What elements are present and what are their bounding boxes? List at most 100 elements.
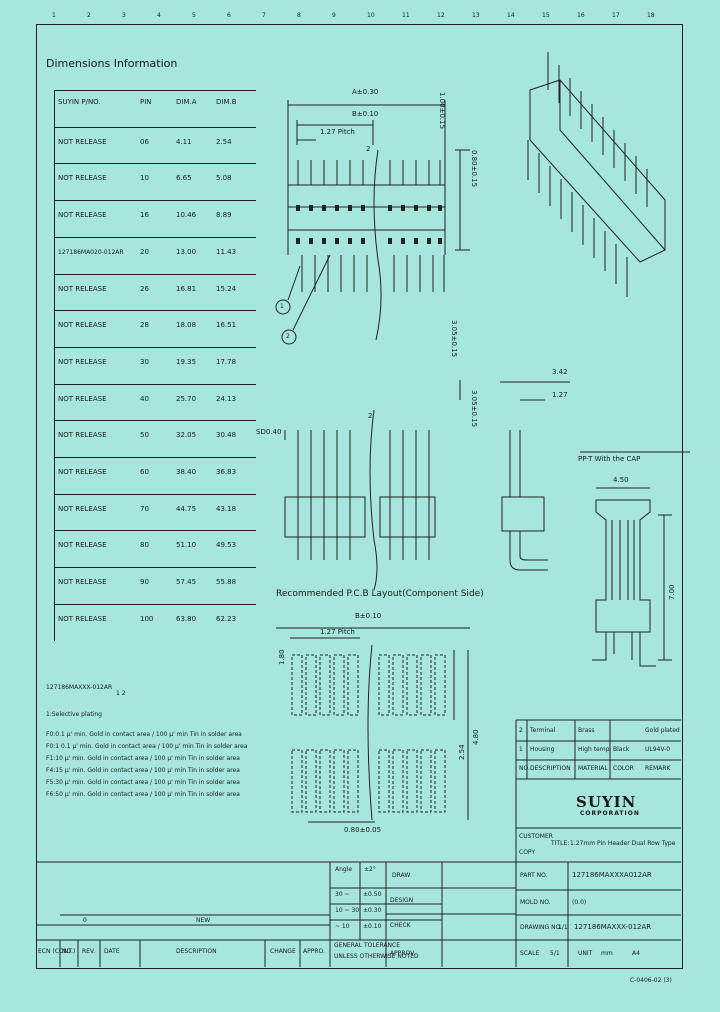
dim-row-rule — [54, 236, 256, 238]
top-pin-end — [296, 205, 300, 211]
size-value: A4 — [632, 950, 640, 957]
order-note: 1:Selective plating — [46, 711, 102, 718]
copy-label: COPY — [519, 849, 536, 856]
dim-cell: 8.89 — [216, 211, 232, 220]
part-no-value: 127186MAXXXA012AR — [572, 871, 652, 879]
sheet-frac: 1/1 — [558, 924, 568, 931]
approv-label: APPROV. — [390, 950, 416, 957]
dim-cell: 25.70 — [176, 394, 197, 403]
cap-view — [580, 451, 690, 667]
top-pin-end — [296, 238, 300, 244]
pcb-pad — [434, 654, 446, 716]
dim-row-rule — [54, 420, 256, 422]
unless-noted: UNLESS OTHERWISE NOTED — [334, 953, 419, 960]
dim-cell: 55.88 — [216, 578, 237, 587]
dim-cell: 15.24 — [216, 284, 237, 293]
ruler-number: 16 — [577, 12, 585, 19]
balloon-side: 2 — [368, 412, 373, 420]
dim-cell: 30 — [140, 357, 149, 366]
top-pin-end — [427, 238, 431, 244]
tol-value: ±0.10 — [363, 923, 382, 930]
dim-cell: 13.00 — [176, 247, 197, 256]
bom-cell: UL94V-0 — [645, 746, 671, 753]
dim-cell: 18.08 — [176, 321, 197, 330]
dim-header: SUYIN P/NO. — [58, 98, 101, 106]
top-pin-end — [388, 238, 392, 244]
dim-cell: 4.11 — [176, 137, 192, 146]
plating-item: F0:0.1 μ' min. Gold in contact area / 10… — [46, 731, 242, 738]
part-no-label: PART NO. — [520, 872, 548, 879]
ruler-number: 6 — [227, 12, 231, 19]
drawing-frame — [36, 24, 683, 969]
dim-cell: 6.65 — [176, 174, 192, 183]
cap-height-label: 7.00 — [668, 584, 676, 600]
dim-cell: 30.48 — [216, 431, 237, 440]
title-value: 1.27mm Pin Header Dual Row Type — [570, 840, 676, 847]
bom-header: COLOR — [613, 765, 634, 772]
pcb-pad — [434, 749, 446, 813]
dim-cell: 40 — [140, 394, 149, 403]
pcb-h2-label: 2.54 — [458, 744, 466, 760]
dim-cell: 44.75 — [176, 504, 197, 513]
dim-cell: 70 — [140, 504, 149, 513]
dim-cell: 80 — [140, 541, 149, 550]
drawing-no-label: DRAWING NO. — [520, 924, 562, 931]
plating-item: F4:15 μ' min. Gold in contact area / 100… — [46, 767, 240, 774]
dim-cell: NOT RELEASE — [58, 284, 107, 293]
dim-cell: NOT RELEASE — [58, 468, 107, 476]
mold-value: (0.0) — [572, 899, 587, 906]
plating-item: F5:30 μ' min. Gold in contact area / 100… — [46, 779, 240, 786]
dim-cell: 38.40 — [176, 468, 197, 476]
order-code: 127186MAXXX-012AR — [46, 684, 113, 691]
dim-cell: 49.53 — [216, 541, 237, 550]
tol-range: 10 ~ 30 — [335, 907, 360, 914]
dim-cell: 60 — [140, 468, 149, 476]
order-bar: 1 2 — [116, 690, 126, 697]
top-pin-end — [348, 238, 352, 244]
dim-row-rule — [54, 310, 256, 312]
revision-mark: 0 — [83, 917, 87, 924]
cap-width-label: 4.50 — [613, 476, 629, 484]
general-tol: GENERAL TOLERANCE — [334, 942, 401, 949]
top-pin-end — [388, 205, 392, 211]
dim-cell: NOT RELEASE — [58, 137, 107, 146]
dim-row-rule — [54, 457, 256, 458]
pcb-pad — [305, 749, 317, 813]
bom-header: MATERIAL — [578, 765, 608, 772]
ruler-number: 5 — [192, 12, 196, 19]
pcb-pad — [420, 749, 432, 813]
dim-row-rule — [54, 126, 256, 128]
revision-header: DATE — [104, 948, 120, 955]
ruler-number: 14 — [507, 12, 515, 19]
bom-cell: Gold plated — [645, 727, 680, 734]
bom-cell: 1 — [519, 746, 523, 753]
dim-cell: 43.18 — [216, 504, 237, 513]
pcb-pitch-label: 1.27 Pitch — [320, 628, 355, 636]
draw-label: DRAW — [392, 872, 411, 879]
dim-cell: 26 — [140, 284, 149, 293]
dim-row-rule — [54, 383, 256, 385]
bom-header: NO. — [519, 765, 530, 772]
dim-cell: NOT RELEASE — [58, 211, 107, 220]
dim-cell: 17.78 — [216, 357, 237, 366]
pcb-pad — [392, 654, 404, 716]
dim-cell: 63.80 — [176, 614, 197, 623]
plating-item: F6:50 μ' min. Gold in contact area / 100… — [46, 791, 240, 798]
customer-label: CUSTOMER — [519, 833, 553, 840]
dim-info-title: Dimensions Information — [46, 57, 178, 70]
dim-cell: 100 — [140, 614, 154, 623]
dim-cell: NOT RELEASE — [58, 541, 107, 550]
pcb-width-label: 0.80±0.05 — [344, 826, 382, 834]
dim-cell: NOT RELEASE — [58, 357, 107, 366]
with-cap-label: PP-T With the CAP — [578, 455, 641, 463]
bom-cell: Brass — [578, 727, 595, 734]
ruler-number: 4 — [157, 12, 161, 19]
top-pin-end — [361, 238, 365, 244]
dim-row-rule — [54, 346, 256, 348]
dim-cell: NOT RELEASE — [58, 394, 107, 403]
ruler-number: 13 — [472, 12, 480, 19]
plating-item: F1:10 μ' min. Gold in contact area / 100… — [46, 755, 240, 762]
check-label: CHECK — [390, 922, 411, 929]
dim-cell: 62.23 — [216, 614, 237, 623]
revision-header: DESCRIPTION — [176, 948, 217, 955]
